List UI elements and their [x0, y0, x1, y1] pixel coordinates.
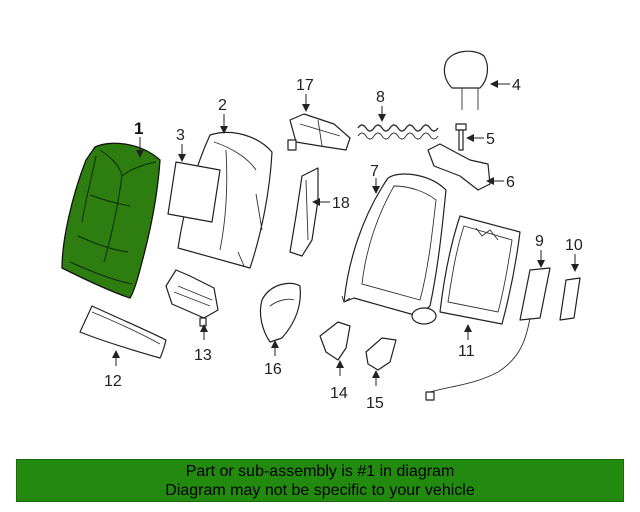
part-1-seat-back-cover[interactable]	[61, 142, 161, 299]
callout-16: 16	[264, 340, 282, 378]
part-14-cover[interactable]	[319, 321, 351, 361]
callout-4: 4	[490, 77, 521, 94]
banner-line-2: Diagram may not be specific to your vehi…	[165, 482, 475, 499]
callout-10: 10	[565, 237, 583, 272]
callout-label-18: 18	[332, 195, 350, 212]
callout-label-6: 6	[506, 174, 515, 191]
callout-label-13: 13	[194, 347, 212, 364]
callout-label-5: 5	[486, 131, 495, 148]
callout-3: 3	[176, 127, 186, 162]
part-13-lumbar[interactable]	[165, 269, 219, 327]
callout-2: 2	[218, 97, 228, 134]
callout-17: 17	[296, 77, 314, 112]
callout-label-12: 12	[104, 373, 122, 390]
callout-11: 11	[458, 324, 475, 360]
callout-label-3: 3	[176, 127, 185, 144]
callout-9: 9	[535, 233, 545, 268]
part-12-trim-panel[interactable]	[79, 305, 167, 359]
callout-label-14: 14	[330, 385, 348, 402]
callout-5: 5	[466, 131, 495, 148]
callout-label-7: 7	[370, 163, 379, 180]
part-4-headrest[interactable]	[443, 50, 489, 110]
callout-label-9: 9	[535, 233, 544, 250]
part-17-adjuster[interactable]	[287, 113, 351, 151]
callout-8: 8	[376, 89, 386, 122]
part-10-sensor[interactable]	[559, 277, 581, 321]
info-banner: Part or sub-assembly is #1 in diagram Di…	[16, 459, 624, 502]
callout-label-11: 11	[458, 343, 475, 360]
part-6-bracket[interactable]	[427, 143, 491, 191]
part-7-back-frame[interactable]	[341, 173, 447, 325]
part-18-side-rail[interactable]	[289, 167, 319, 257]
callout-18: 18	[312, 195, 350, 212]
callout-6: 6	[486, 174, 515, 191]
callout-15: 15	[366, 370, 384, 412]
part-8-spring[interactable]	[357, 124, 439, 140]
callout-label-2: 2	[218, 97, 227, 114]
callout-label-16: 16	[264, 361, 282, 378]
callout-label-17: 17	[296, 77, 314, 94]
callout-label-4: 4	[512, 77, 521, 94]
callout-7: 7	[370, 163, 380, 194]
part-15-cover[interactable]	[365, 337, 397, 371]
callout-1: 1	[134, 119, 144, 158]
part-9-module[interactable]	[425, 267, 551, 401]
part-3-pad[interactable]	[167, 161, 221, 223]
callout-12: 12	[104, 350, 122, 390]
part-11-back-panel[interactable]	[439, 215, 521, 325]
parts-diagram: 1 2 3 4 5	[61, 50, 583, 412]
callout-label-15: 15	[366, 395, 384, 412]
banner-line-1: Part or sub-assembly is #1 in diagram	[185, 463, 455, 480]
callout-label-1: 1	[134, 119, 143, 138]
part-5-guide[interactable]	[455, 123, 467, 151]
callout-14: 14	[330, 360, 348, 402]
callout-label-8: 8	[376, 89, 385, 106]
callout-label-10: 10	[565, 237, 583, 254]
part-16-shield[interactable]	[259, 282, 301, 343]
callout-13: 13	[194, 324, 212, 364]
